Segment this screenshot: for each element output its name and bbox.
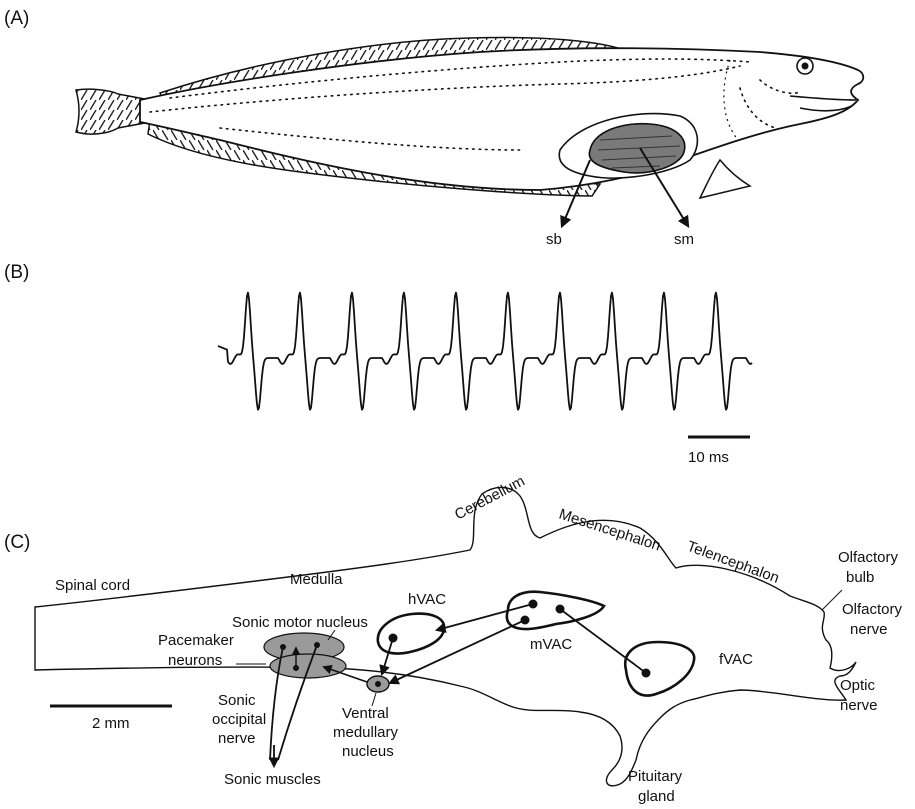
mvac-label: mVAC	[530, 636, 572, 653]
sonic-muscles-label: Sonic muscles	[224, 771, 321, 788]
caudal-fin	[76, 89, 150, 134]
sonic-occipital-label-1: Sonic	[218, 692, 256, 709]
pacemaker-label-1: Pacemaker	[158, 632, 234, 649]
sb-label: sb	[546, 231, 562, 248]
time-scale-label: 10 ms	[688, 449, 729, 466]
panel-b: (B) 10 ms	[4, 262, 752, 466]
medulla-label: Medulla	[290, 571, 343, 588]
olfactory-bulb-leader	[822, 590, 842, 610]
pituitary-label-2: gland	[638, 788, 675, 805]
sm-label: sm	[674, 231, 694, 248]
pectoral-fin	[700, 160, 750, 198]
fvac-label: fVAC	[719, 651, 753, 668]
ventral-label-1: Ventral	[342, 705, 389, 722]
olfactory-bulb-label-2: bulb	[846, 569, 874, 586]
sonic-motor-nucleus-label: Sonic motor nucleus	[232, 614, 368, 631]
olfactory-bulb-label-1: Olfactory	[838, 549, 899, 566]
panel-c-label: (C)	[4, 532, 30, 553]
ventral-label-2: medullary	[333, 724, 399, 741]
panel-c: (C) Spinal cord Medulla Cerebellum Mesen…	[4, 473, 903, 805]
optic-nerve-label-2: nerve	[840, 697, 878, 714]
ventral-label-3: nucleus	[342, 743, 394, 760]
sonic-occipital-label-3: nerve	[218, 730, 256, 747]
ventral-medullary-dot	[375, 681, 381, 687]
panel-a-label: (A)	[4, 8, 29, 29]
spatial-scale-label: 2 mm	[92, 715, 130, 732]
pacemaker-label-2: neurons	[168, 652, 222, 669]
pituitary-label-1: Pituitary	[628, 768, 683, 785]
fish-pupil	[802, 63, 809, 70]
hvac-label: hVAC	[408, 591, 446, 608]
sonic-occipital-label-2: occipital	[212, 711, 266, 728]
panel-b-label: (B)	[4, 262, 29, 283]
sound-waveform	[218, 293, 752, 410]
optic-nerve-label-1: Optic	[840, 677, 876, 694]
olfactory-nerve-label-1: Olfactory	[842, 601, 903, 618]
panel-a: (A)	[4, 8, 863, 248]
fish-illustration	[76, 38, 863, 226]
mvac-dot-1	[529, 600, 538, 609]
spinal-cord-label: Spinal cord	[55, 577, 130, 594]
olfactory-nerve-label-2: nerve	[850, 621, 888, 638]
